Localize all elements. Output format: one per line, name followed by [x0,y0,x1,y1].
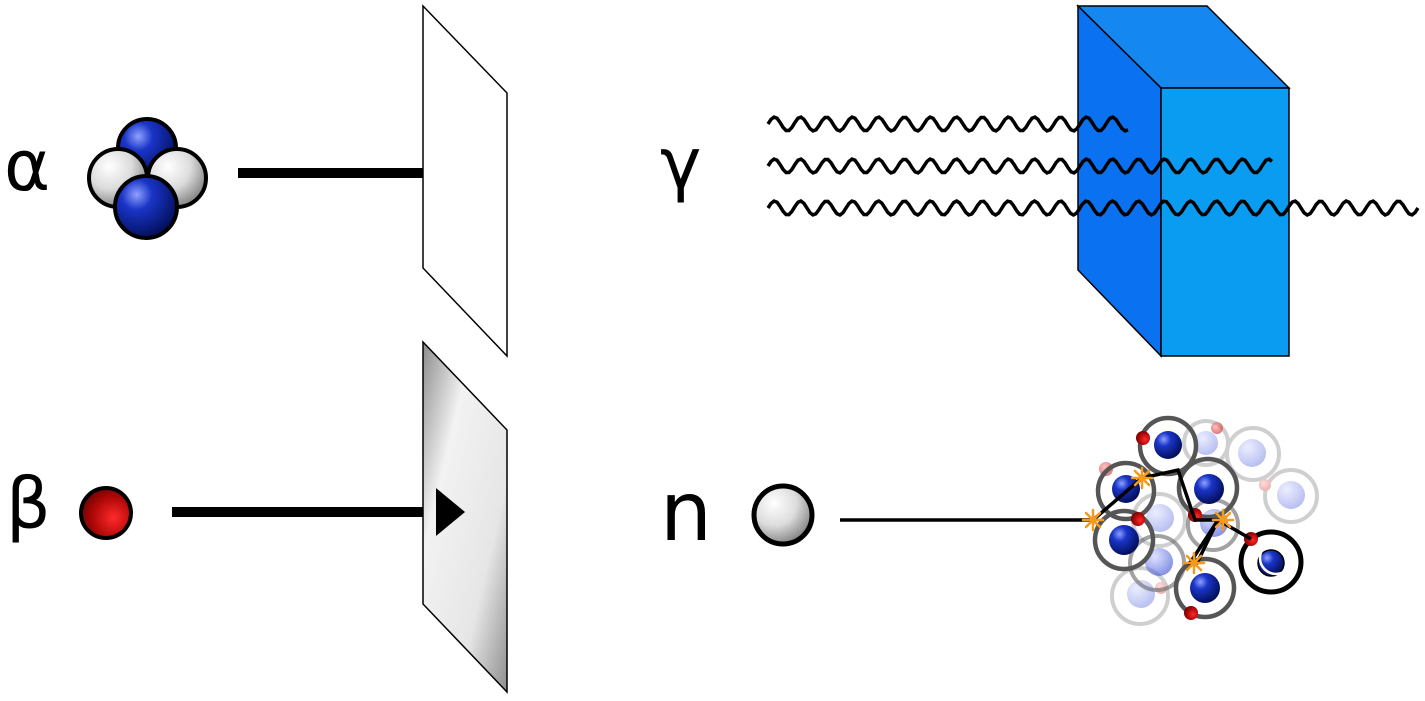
gamma-ray-long [766,198,1420,218]
beta-arrow-head [436,488,465,536]
lead-block-icon [1076,4,1291,358]
neutron-icon [751,483,815,547]
nucleus-cluster-icon [1081,415,1319,626]
aluminum-sheet-icon [422,340,508,694]
collision-spark-icon [1081,466,1235,575]
alpha-label: α [4,125,50,207]
gamma-ray-medium [766,157,1274,175]
beta-label: β [6,463,51,545]
gamma-label: γ [660,123,701,205]
paper-sheet-icon [422,4,508,358]
gamma-ray-short [766,115,1129,133]
wavy-ray-icon [766,115,1420,218]
helium-nucleus-icon [87,117,208,240]
electron-icon [79,486,133,540]
neutron-label: n [660,465,712,560]
